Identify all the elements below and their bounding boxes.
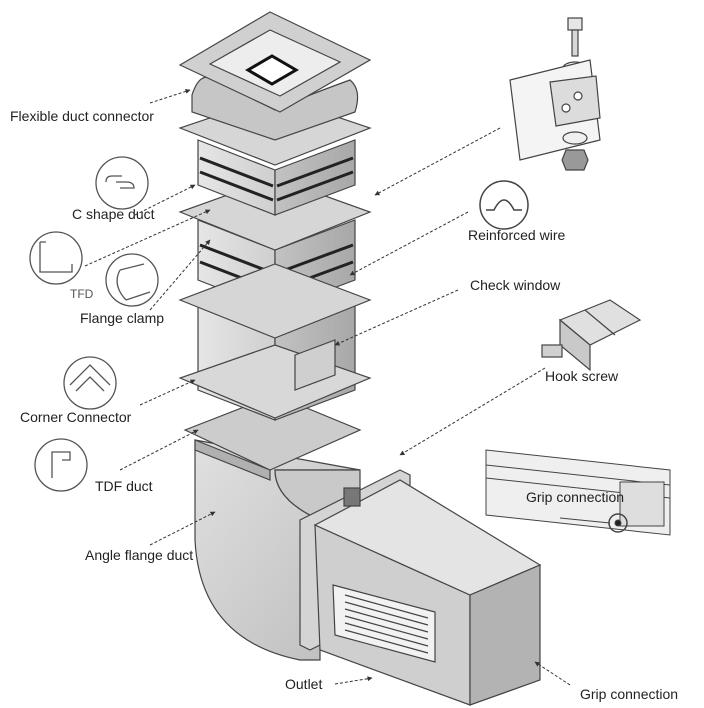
flange-clamp-icon <box>105 253 159 307</box>
label-outlet: Outlet <box>285 676 323 692</box>
corner-connector-icon <box>63 356 117 410</box>
flexible-connector <box>191 76 359 141</box>
middle-flange <box>178 263 372 339</box>
label-reinforced-wire: Reinforced wire <box>468 227 566 243</box>
outlet-grille <box>332 584 436 663</box>
label-tfd: TFD <box>70 287 94 301</box>
reinforced-wire-icon <box>479 180 529 230</box>
vertical-duct <box>178 11 372 481</box>
label-hook-screw: Hook screw <box>545 368 619 384</box>
label-check-window: Check window <box>470 277 561 293</box>
label-flexible-duct-connector: Flexible duct connector <box>10 108 154 124</box>
tfd-icon <box>29 231 83 285</box>
tdf-duct-icon <box>34 438 88 492</box>
label-angle-flange-duct: Angle flange duct <box>85 547 194 563</box>
label-c-shape-duct: C shape duct <box>72 206 155 222</box>
label-tdf-duct: TDF duct <box>95 478 153 494</box>
hook-screw-clip <box>343 487 361 507</box>
bolt-joint-detail <box>509 17 601 171</box>
label-flange-clamp: Flange clamp <box>80 310 165 326</box>
outlet-duct <box>194 439 542 706</box>
c-shape-icon <box>95 156 149 210</box>
hook-screw-icon <box>541 299 642 372</box>
grip-connection-detail <box>485 449 671 536</box>
label-grip-connection-detail: Grip connection <box>526 489 625 505</box>
outlet-duct-side <box>469 564 541 706</box>
label-grip-connection-bottom: Grip connection <box>580 686 679 702</box>
check-window <box>294 339 336 391</box>
label-corner-connector: Corner Connector <box>20 409 132 425</box>
leader-lines <box>84 89 571 686</box>
